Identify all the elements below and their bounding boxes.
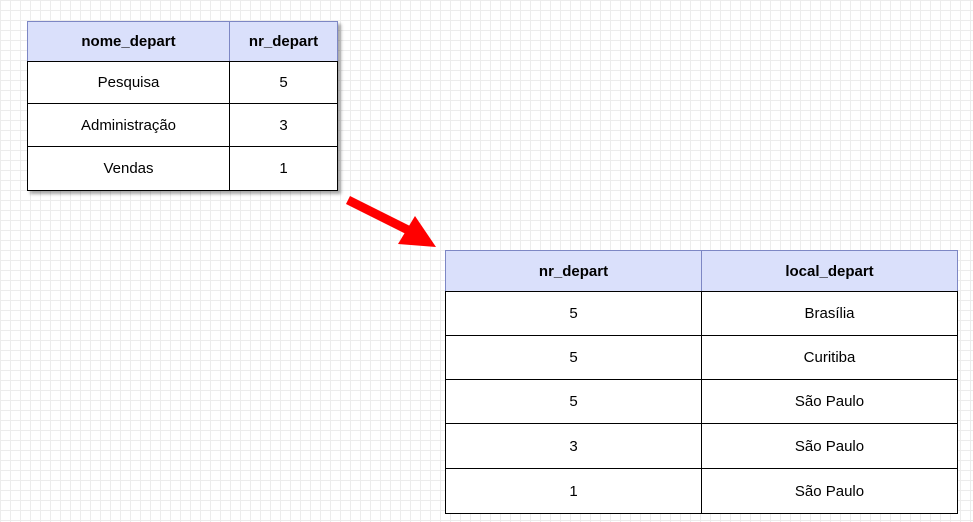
table-cell: São Paulo <box>701 379 958 424</box>
table-row: 1 São Paulo <box>445 468 958 514</box>
table-cell: 5 <box>445 379 702 424</box>
arrow-shaft <box>345 195 415 237</box>
table-cell: Pesquisa <box>27 61 230 104</box>
table-header-row: nome_depart nr_depart <box>27 21 338 62</box>
departments-table: nome_depart nr_depart Pesquisa 5 Adminis… <box>27 21 338 191</box>
table-row: Administração 3 <box>27 103 338 147</box>
table-cell: 1 <box>445 468 702 514</box>
table-cell: Brasília <box>701 291 958 336</box>
table-cell: Curitiba <box>701 335 958 380</box>
table-row: 5 Brasília <box>445 291 958 336</box>
table-row: Pesquisa 5 <box>27 61 338 104</box>
table-row: 3 São Paulo <box>445 423 958 469</box>
column-header: nr_depart <box>445 250 702 292</box>
table-cell: 3 <box>445 423 702 469</box>
table-cell: Administração <box>27 103 230 147</box>
table-cell: 3 <box>229 103 338 147</box>
table-cell: 5 <box>445 335 702 380</box>
arrow-head <box>398 216 436 247</box>
table-cell: Vendas <box>27 146 230 191</box>
table-cell: 5 <box>229 61 338 104</box>
table-header-row: nr_depart local_depart <box>445 250 958 292</box>
table-row: 5 São Paulo <box>445 379 958 424</box>
arrow-icon <box>345 195 436 247</box>
table-cell: 1 <box>229 146 338 191</box>
table-row: 5 Curitiba <box>445 335 958 380</box>
table-cell: São Paulo <box>701 468 958 514</box>
column-header: nr_depart <box>229 21 338 62</box>
column-header: nome_depart <box>27 21 230 62</box>
table-cell: São Paulo <box>701 423 958 469</box>
locations-table: nr_depart local_depart 5 Brasília 5 Curi… <box>445 250 958 514</box>
column-header: local_depart <box>701 250 958 292</box>
table-cell: 5 <box>445 291 702 336</box>
table-row: Vendas 1 <box>27 146 338 191</box>
